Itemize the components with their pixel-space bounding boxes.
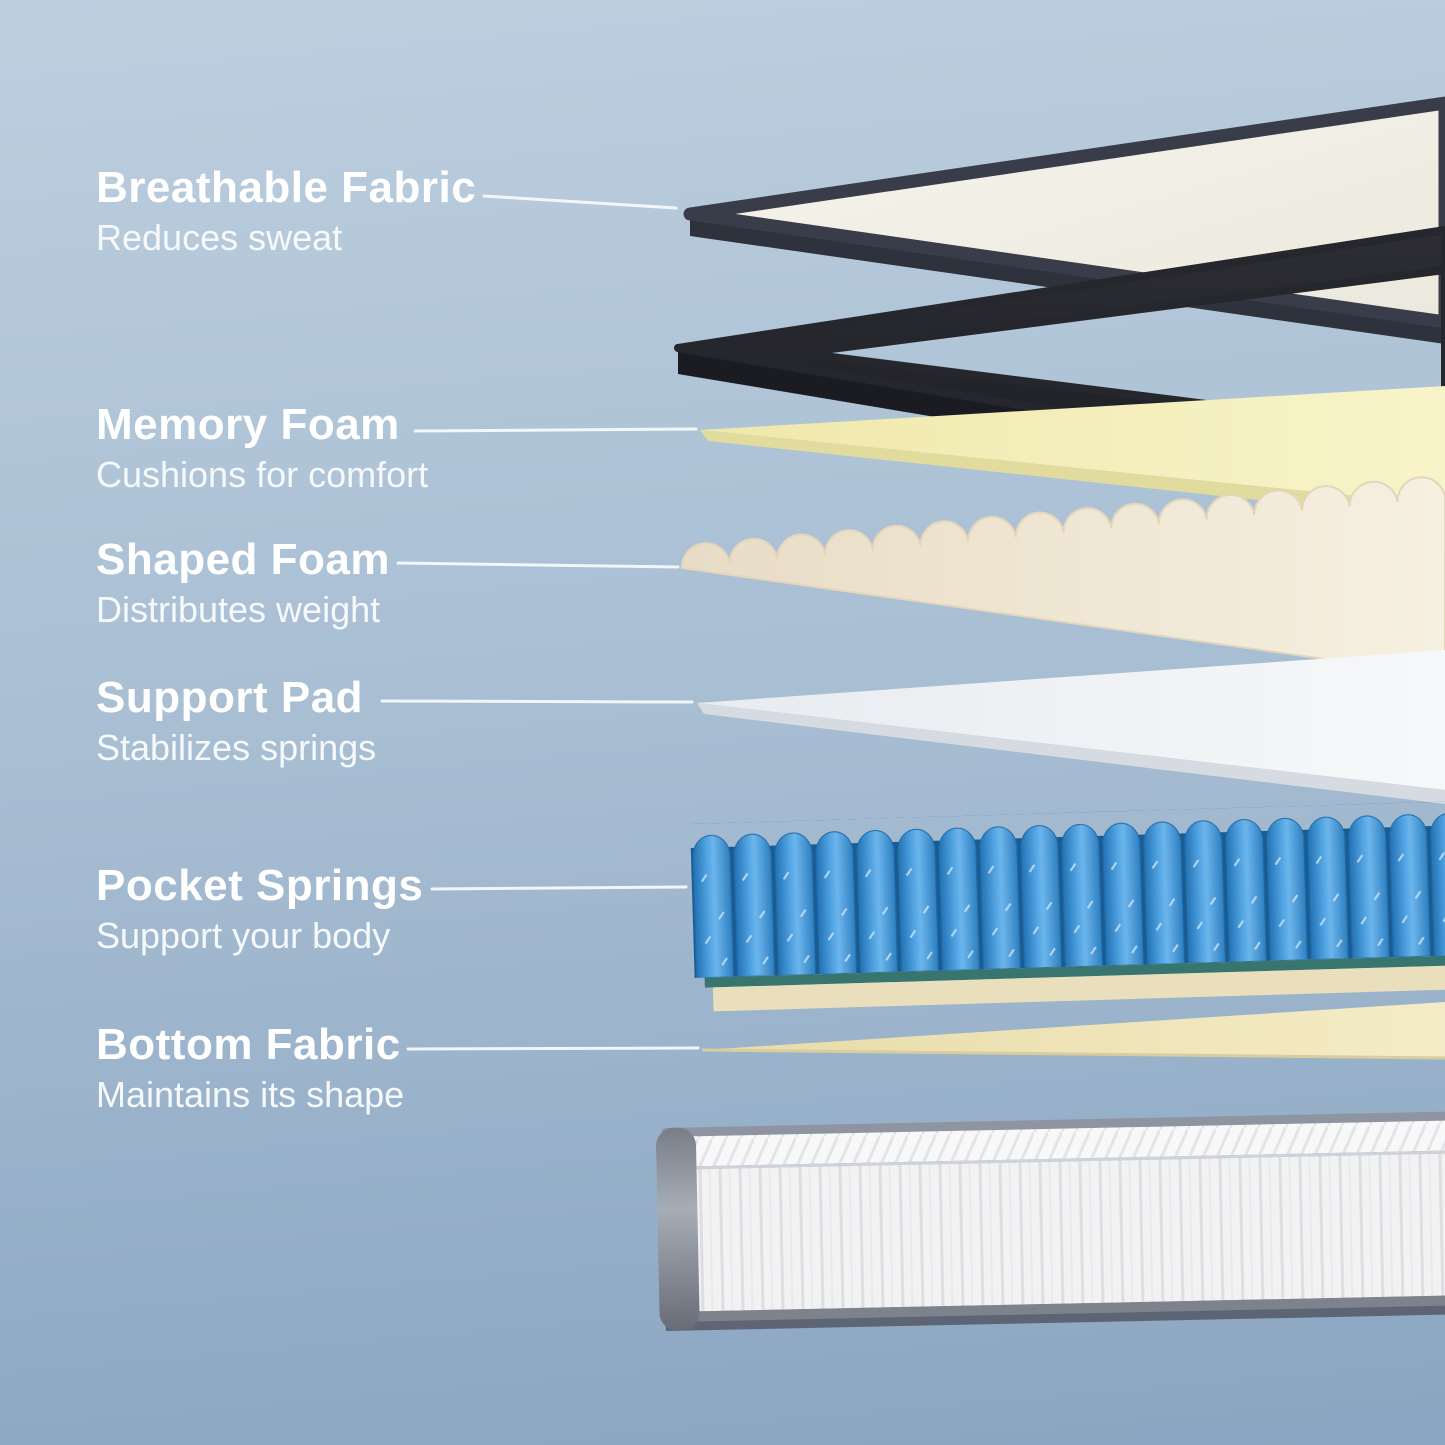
layer-title: Pocket Springs [96, 861, 424, 910]
layer-subtitle: Cushions for comfort [96, 454, 429, 495]
layer-title: Support Pad [96, 673, 364, 722]
label-shaped-foam: Shaped Foam Distributes weight [96, 538, 390, 631]
leader-line-pocket-springs [430, 885, 688, 891]
shaped-foam-body [680, 476, 1445, 678]
leader-line-shaped-foam [396, 561, 680, 569]
layer-title: Bottom Fabric [96, 1020, 401, 1069]
mattress-corner-cap [656, 1127, 700, 1331]
mattress-band-line [662, 1148, 1445, 1171]
assembled-mattress [656, 1109, 1445, 1331]
label-pocket-springs: Pocket Springs Support your body [96, 864, 423, 957]
memory-foam-top [700, 386, 1445, 505]
layer-subtitle: Stabilizes springs [96, 727, 377, 768]
mattress-quilt-band [661, 1118, 1445, 1168]
mattress-bottom-shadow [665, 1303, 1445, 1331]
layer-title: Memory Foam [96, 400, 400, 449]
support-pad-layer [697, 650, 1445, 804]
spring-base-teal [704, 951, 1445, 988]
leader-line-breathable-fabric [482, 194, 678, 210]
memory-foam-front [700, 430, 1445, 520]
leader-line-support-pad [380, 699, 694, 704]
layer-title: Breathable Fabric [96, 163, 477, 212]
bottom-fabric-layer [701, 1002, 1445, 1060]
label-breathable-fabric: Breathable Fabric Reduces sweat [96, 166, 476, 259]
spring-base-pad [712, 961, 1445, 1012]
layer-subtitle: Maintains its shape [96, 1074, 405, 1115]
layer-subtitle: Reduces sweat [96, 217, 343, 258]
leader-line-bottom-fabric [406, 1046, 700, 1051]
memory-foam-layer [700, 386, 1445, 520]
layer-subtitle: Distributes weight [96, 589, 381, 630]
support-pad-front [697, 703, 1445, 804]
label-bottom-fabric: Bottom Fabric Maintains its shape [96, 1023, 404, 1116]
leader-lines [380, 194, 700, 1051]
pocket-springs-row [690, 797, 1445, 978]
leader-line-memory-foam [413, 427, 698, 433]
layer-title: Shaped Foam [96, 535, 390, 584]
bottom-fabric-sheet [702, 1002, 1445, 1058]
mattress-top-cord [661, 1109, 1445, 1137]
shaped-foam-layer [680, 476, 1445, 678]
bottom-fabric-edge [701, 1048, 1445, 1060]
support-pad-top [697, 650, 1445, 790]
label-memory-foam: Memory Foam Cushions for comfort [96, 403, 428, 496]
label-support-pad: Support Pad Stabilizes springs [96, 676, 376, 769]
mattress-bottom-cord [665, 1293, 1445, 1322]
mattress-side-body [662, 1151, 1445, 1312]
pocket-springs-layer [690, 797, 1445, 1012]
layer-subtitle: Support your body [96, 915, 391, 956]
